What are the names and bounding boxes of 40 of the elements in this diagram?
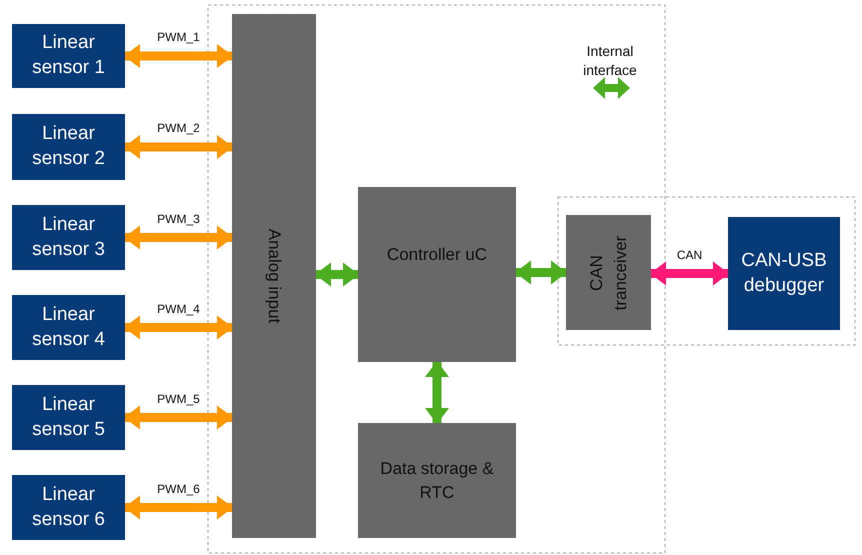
device-box [12, 24, 125, 88]
edge-label: PWM_6 [156, 482, 201, 496]
device-box [12, 114, 125, 180]
device-box [12, 205, 125, 270]
edge-label: PWM_2 [156, 121, 201, 135]
block-label: Linear sensor 1 [31, 31, 106, 80]
edge-label: PWM_1 [156, 30, 201, 44]
edge-label: PWM_4 [156, 302, 201, 316]
double-arrow [124, 226, 233, 250]
module-block [358, 187, 516, 362]
block-label: Analog input [264, 228, 285, 326]
module-block [566, 215, 651, 330]
block-label: Controller uC [386, 244, 488, 266]
double-arrow [124, 406, 233, 430]
module-block [232, 14, 316, 538]
double-arrow [124, 44, 233, 68]
double-arrow [650, 262, 729, 286]
module-block [358, 423, 516, 538]
block-label: Linear sensor 5 [31, 392, 106, 442]
block-label: Data storage & RTC [379, 458, 495, 504]
device-box [12, 475, 125, 540]
block-label: Linear sensor 2 [31, 122, 106, 171]
block-label: Linear sensor 6 [31, 482, 106, 532]
double-arrow [515, 260, 567, 284]
edge-label: CAN [676, 248, 704, 262]
block-label: CAN-USB debugger [740, 248, 828, 298]
double-arrow [124, 135, 233, 159]
device-box [12, 385, 125, 450]
double-arrow [315, 262, 359, 286]
double-arrow [124, 496, 233, 520]
edge-label: PWM_5 [156, 392, 201, 406]
device-box [728, 217, 840, 330]
edge-label: PWM_3 [156, 212, 201, 226]
block-label: CAN tranceiver [586, 234, 630, 312]
double-arrow [124, 316, 233, 340]
legend-label: Internal interface [582, 42, 638, 80]
double-arrow [425, 361, 449, 424]
block-label: Linear sensor 3 [31, 212, 106, 262]
block-label: Linear sensor 4 [31, 302, 106, 352]
device-box [12, 295, 125, 360]
